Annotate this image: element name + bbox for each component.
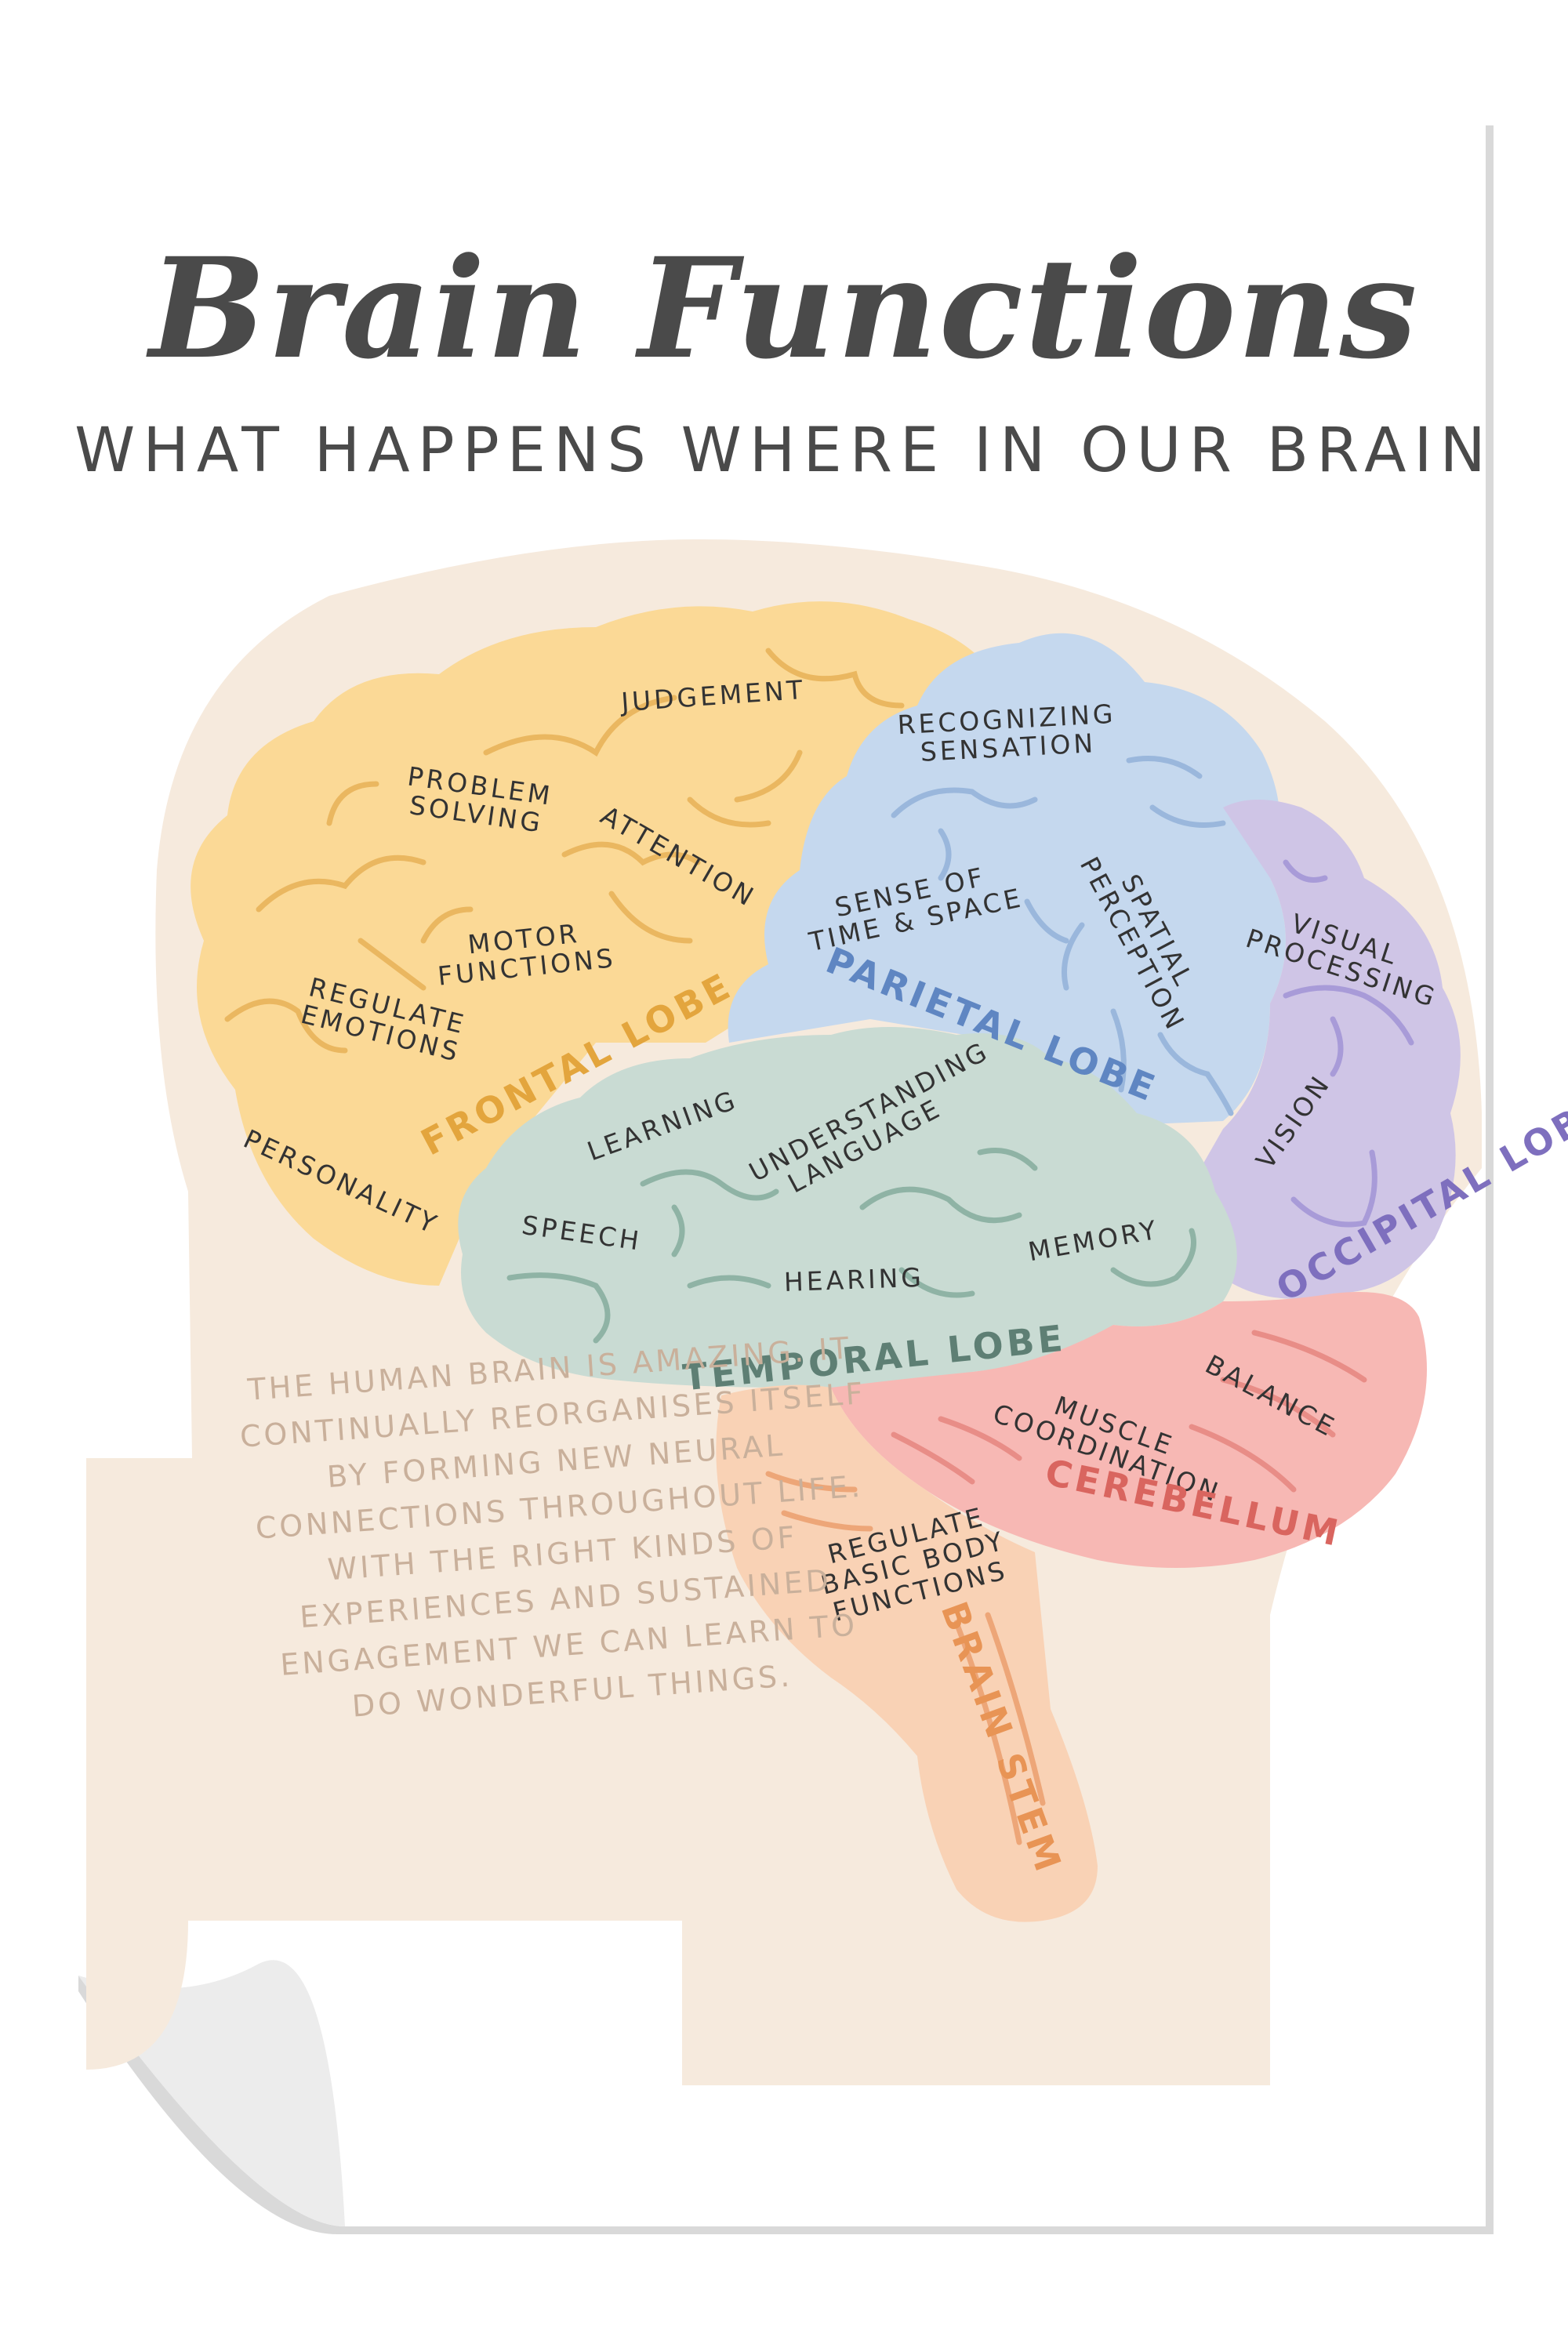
page-subtitle: WHAT HAPPENS WHERE IN OUR BRAIN xyxy=(74,415,1494,486)
blurb-text: THE HUMAN BRAIN IS AMAZING. IT CONTINUAL… xyxy=(238,1330,867,1724)
frontal-gyri xyxy=(224,648,905,1054)
page-title: Brain Functions xyxy=(149,227,1419,390)
temporal-lobe-shape xyxy=(458,1027,1237,1390)
function-hearing: HEARING xyxy=(783,1261,925,1297)
brainstem-lines xyxy=(765,1471,1046,1845)
frontal-lobe-shape xyxy=(191,601,1011,1286)
temporal-gyri xyxy=(506,1148,1196,1344)
occipital-gyri xyxy=(1283,859,1414,1228)
parietal-gyri xyxy=(891,756,1234,1116)
occipital-lobe-shape xyxy=(1192,800,1461,1299)
cerebellum-folia xyxy=(891,1330,1367,1493)
function-recognizing-sensation: RECOGNIZING SENSATION xyxy=(896,698,1117,768)
cerebellum-shape xyxy=(831,1292,1427,1568)
